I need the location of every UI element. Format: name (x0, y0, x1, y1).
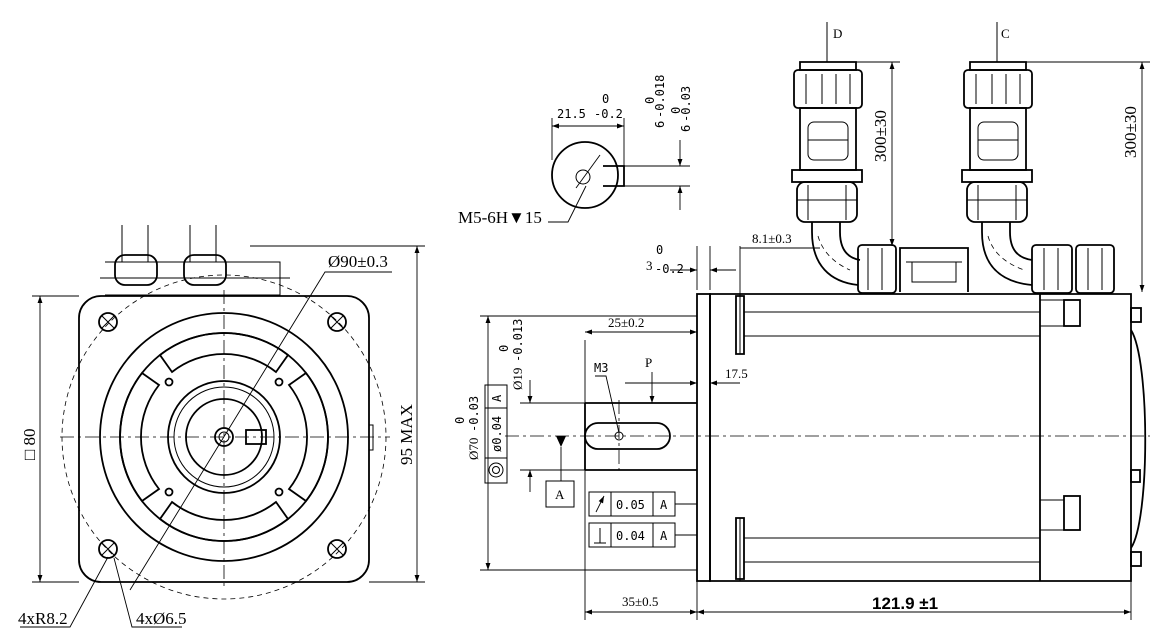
gdt-perpendicularity: 0.04 A (588, 522, 697, 548)
side-flange (696, 293, 711, 582)
key-width-tol: -0.2 (594, 107, 623, 121)
dim-25: 25±0.2 (608, 315, 644, 330)
top-boss (899, 247, 969, 292)
cable-d-length: 300±30 (871, 110, 890, 162)
dim-121-9: 121.9 ±1 (872, 594, 938, 613)
max-95-label: 95 MAX (397, 404, 416, 465)
front-cable-glands (100, 225, 290, 296)
r82-label: 4xR8.2 (18, 609, 68, 628)
dim-35: 35±0.5 (622, 594, 658, 609)
dim-d19-up: 0 (497, 345, 511, 352)
dim-17-5: 17.5 (725, 366, 748, 381)
connector-d: D (791, 22, 897, 294)
gdt-runout-datum: A (660, 498, 668, 512)
datum-a-label: A (555, 487, 565, 502)
p-label: P (645, 355, 652, 370)
gdt-concentricity: ø0.04 A (484, 384, 508, 484)
gdt-perp-datum: A (660, 529, 668, 543)
m5-thread-label: M5-6H▼15 (458, 208, 542, 227)
gdt-runout: 0.05 A (588, 491, 697, 517)
gdt-conc-value: ø0.04 (490, 416, 504, 452)
dia-90-label: Ø90±0.3 (328, 252, 388, 271)
gdt-runout-value: 0.05 (616, 498, 645, 512)
d65-label: 4xØ6.5 (136, 609, 187, 628)
front-view: □ 80 95 MAX Ø90±0.3 4xR8.2 4xØ6.5 (18, 225, 425, 628)
dim-d19: Ø19 (510, 368, 525, 390)
shaft6b-tol: -0.03 (679, 86, 693, 122)
shaft6b-up: 0 (669, 107, 683, 114)
dim-3: 3 (646, 258, 653, 273)
key-width-label: 21.5 (557, 107, 586, 121)
m3-label: M3 (594, 361, 608, 375)
dim-d70-up: 0 (453, 417, 467, 424)
shaft6a-up: 0 (643, 97, 657, 104)
shaft6b-label: 6 (679, 125, 693, 132)
dim-d70: Ø70 (466, 438, 481, 460)
connector-c: C (961, 22, 1115, 294)
shaft (584, 402, 697, 471)
side-view: A ø0.04 A 0.05 A 0.04 A 8.1±0.3 3 (453, 231, 1150, 620)
shaft-end-view: 21.5 -0.2 0 6 -0.018 0 6 -0.03 0 M5-6H▼1… (458, 75, 693, 227)
connector-c-label: C (1001, 26, 1010, 41)
connector-d-label: D (833, 26, 842, 41)
corner-holes (98, 312, 347, 559)
front-square-flange (78, 295, 370, 583)
cable-c-length: 300±30 (1121, 106, 1140, 158)
dim-d19-tol: -0.013 (511, 319, 525, 362)
key-width-up: 0 (602, 92, 609, 106)
shaft6a-label: 6 (653, 121, 667, 128)
square-80-label: □ 80 (20, 428, 39, 460)
shaft6a-tol: -0.018 (653, 75, 667, 118)
dim-d70-tol: -0.03 (467, 396, 481, 432)
dim-3-tol: -0.2 (655, 262, 684, 276)
gdt-conc-datum: A (490, 394, 504, 402)
gdt-perp-value: 0.04 (616, 529, 645, 543)
dim-3-up: 0 (656, 243, 663, 257)
dim-8-1: 8.1±0.3 (752, 231, 792, 246)
